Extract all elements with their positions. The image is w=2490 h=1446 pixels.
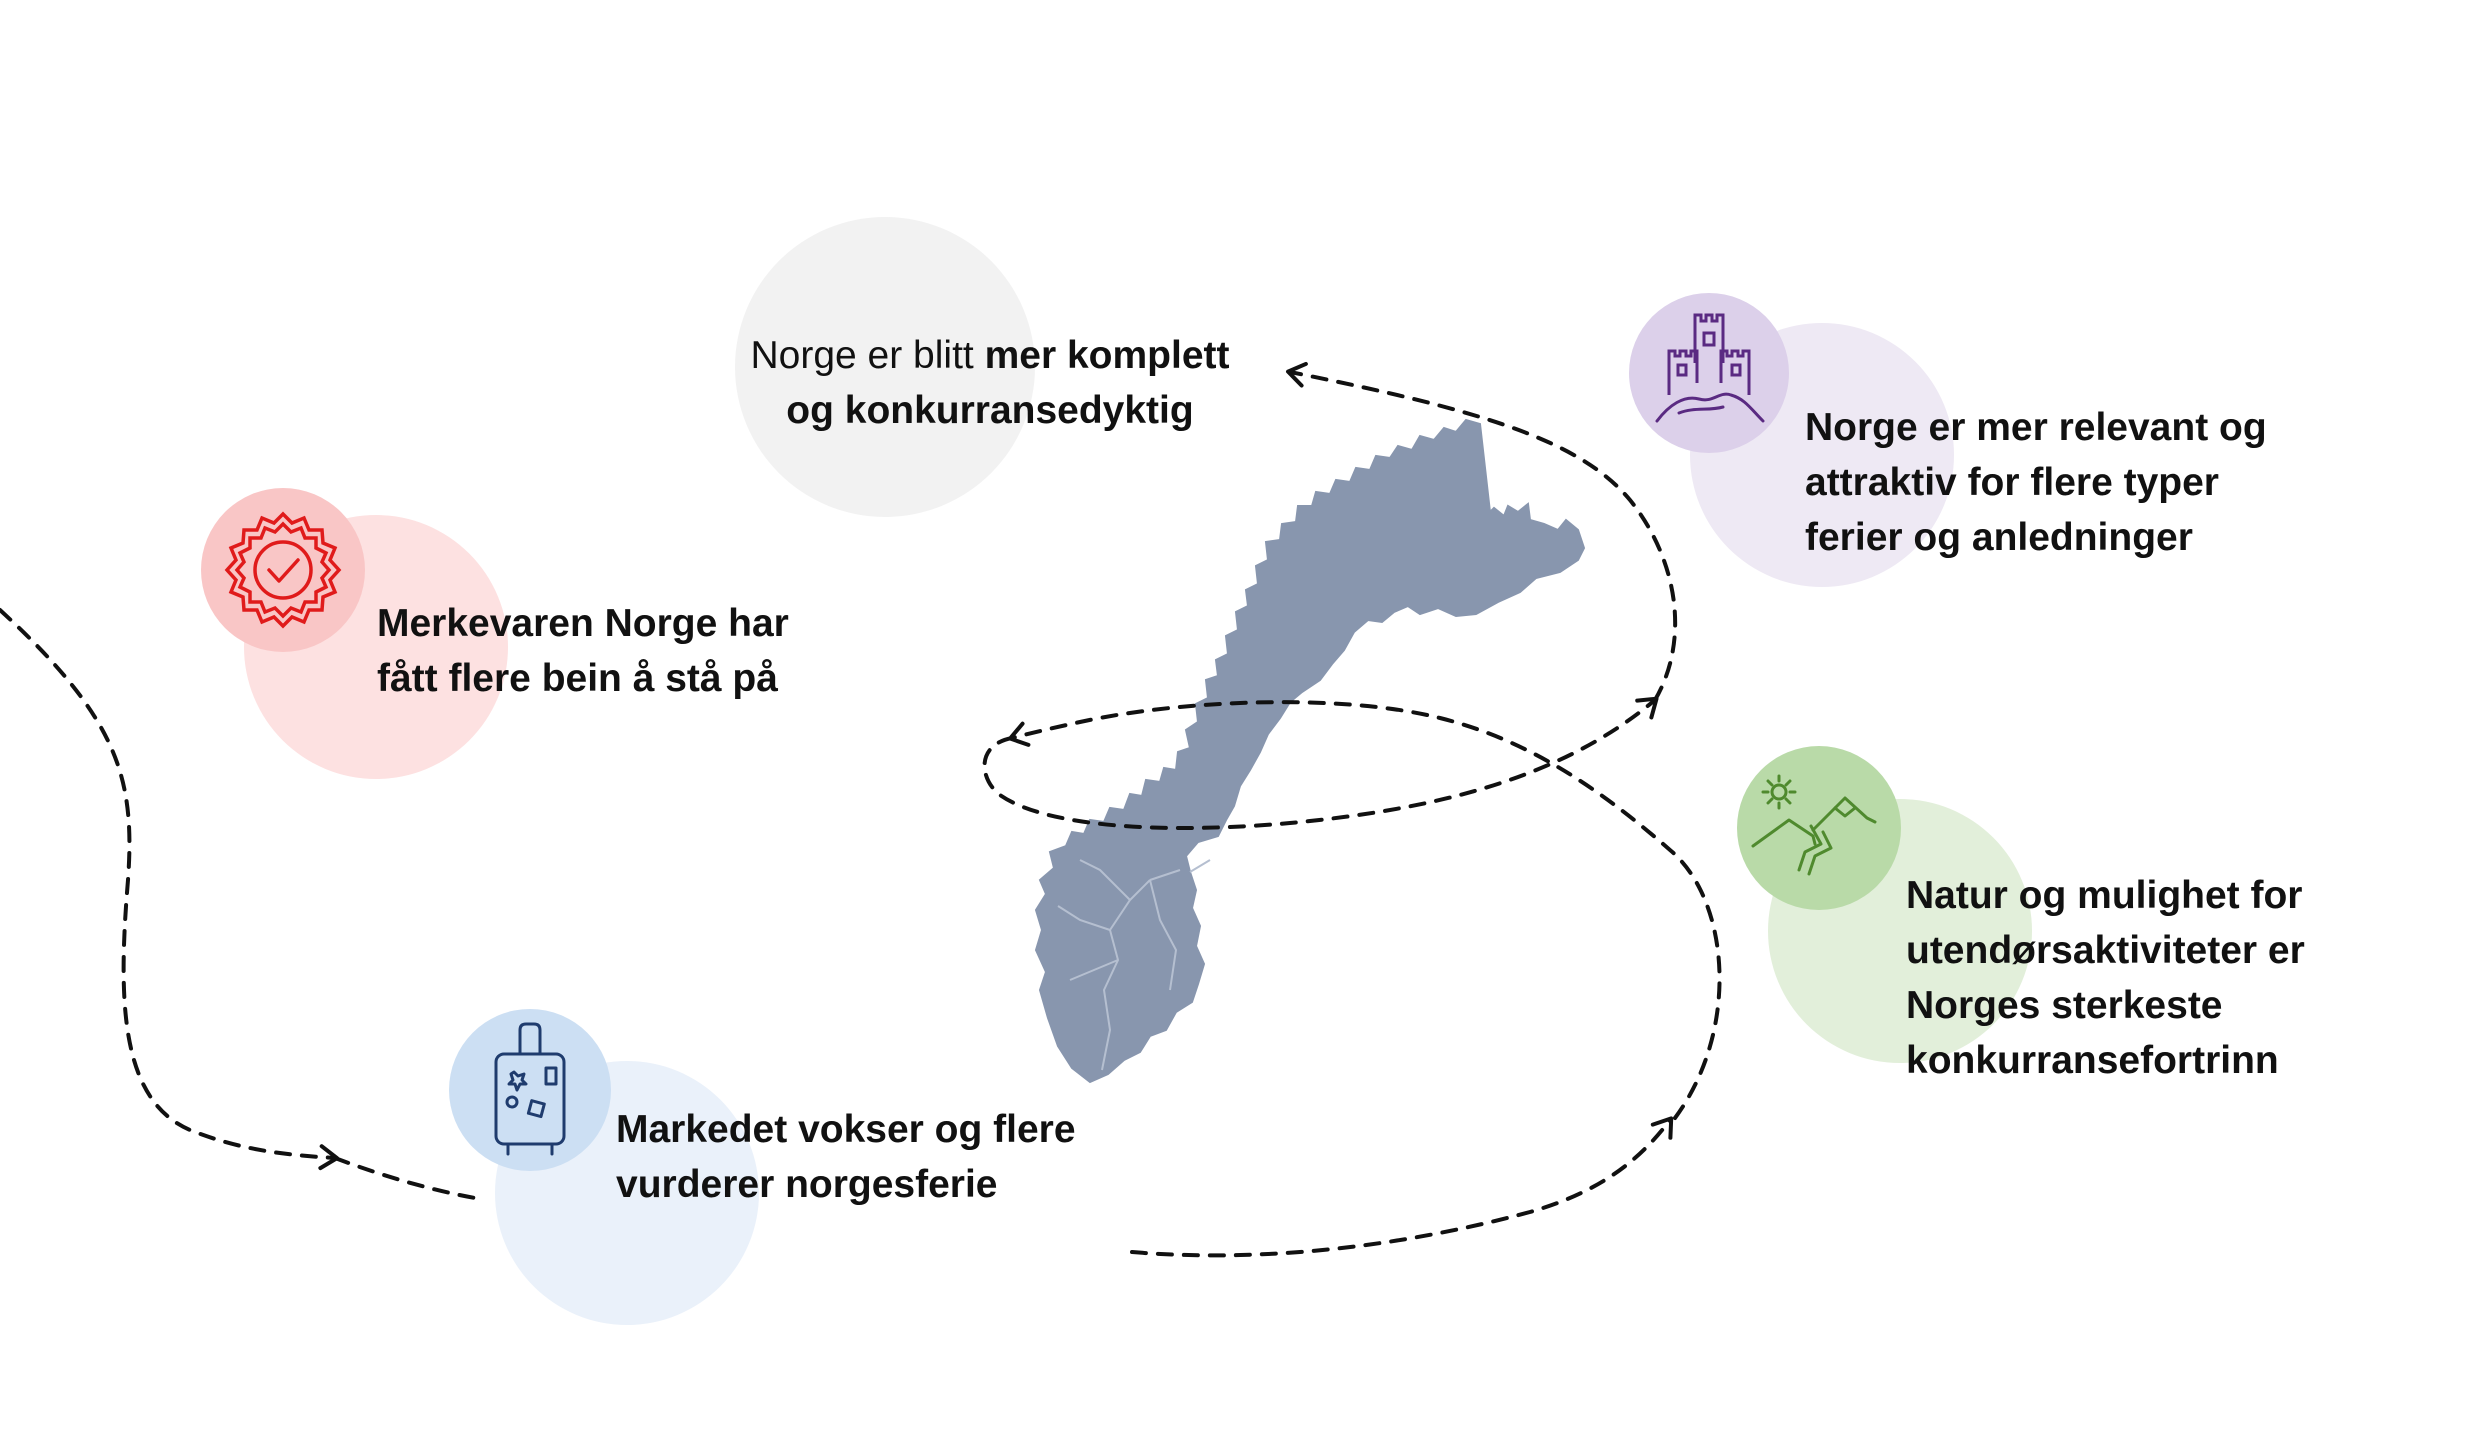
brand-icon-circle	[201, 488, 365, 652]
mountain-trail	[1797, 824, 1833, 876]
path-segment-5	[982, 696, 1659, 830]
complete-label-line2: og konkurransedyktig	[786, 389, 1194, 432]
castle-window-center	[1702, 331, 1716, 347]
badge-inner	[234, 521, 332, 619]
journey-path	[0, 361, 1722, 1258]
castle-tower-center	[1693, 313, 1725, 363]
relevant-icon-circle	[1629, 293, 1789, 453]
path-segment-2	[333, 1156, 477, 1200]
market-label-line1: Markedet vokser og flere	[616, 1108, 1076, 1151]
market-label-line2: vurderer norgesferie	[616, 1163, 998, 1206]
castle-ground	[1677, 405, 1725, 415]
nature-icon-circle	[1737, 746, 1901, 910]
path-segment-4	[1008, 700, 1722, 1120]
nature-label-line2: utendørsaktiviteter er	[1906, 929, 2305, 972]
path-segment-3	[1130, 1116, 1674, 1258]
suitcase-sticker-star	[507, 1070, 528, 1092]
relevant-label-line2: attraktiv for flere typer	[1805, 461, 2219, 504]
relevant-label-line1: Norge er mer relevant og	[1805, 406, 2267, 449]
castle-window-left	[1676, 363, 1688, 377]
complete-circle	[735, 217, 1035, 517]
brand-label-line1: Merkevaren Norge har	[377, 602, 789, 645]
suitcase-icon	[494, 1022, 566, 1156]
castle-icon	[1655, 313, 1765, 423]
mountain-sun-icon	[1751, 774, 1877, 876]
norway-north-detail	[1420, 492, 1480, 536]
path-segment-1	[0, 608, 339, 1171]
castle-tower-left	[1667, 349, 1699, 395]
badge-check-icon	[224, 511, 342, 629]
brand-label-line2: fått flere bein å stå på	[377, 657, 778, 700]
norway-map	[1034, 418, 1586, 1084]
relevant-label-line3: ferier og anledninger	[1805, 516, 2193, 559]
castle-hill	[1655, 392, 1765, 423]
market-label: Markedet vokser og flere vurderer norges…	[616, 1102, 1076, 1212]
complete-label: Norge er blitt mer komplett og konkurran…	[700, 328, 1280, 438]
norway-county-lines	[1057, 859, 1211, 1071]
badge-outer	[224, 511, 342, 629]
mountain-left	[1751, 818, 1817, 848]
suitcase-handle	[518, 1022, 542, 1056]
complete-label-normal: Norge er blitt	[750, 334, 985, 377]
brand-label: Merkevaren Norge har fått flere bein å s…	[377, 596, 789, 706]
relevant-label: Norge er mer relevant og attraktiv for f…	[1805, 400, 2267, 565]
castle-window-right	[1730, 363, 1742, 377]
badge-circle	[253, 540, 313, 600]
suitcase-sticker-1	[544, 1066, 558, 1086]
castle-tower-right	[1719, 349, 1751, 395]
market-icon-circle	[449, 1009, 611, 1171]
norway-shape	[1034, 418, 1586, 1084]
nature-label-line3: Norges sterkeste	[1906, 984, 2223, 1027]
suitcase-sticker-circle	[505, 1095, 519, 1109]
complete-label-bold: mer komplett	[984, 334, 1230, 377]
suitcase-wheels	[506, 1142, 554, 1156]
suitcase-sticker-square	[526, 1099, 546, 1119]
nature-label-line1: Natur og mulighet for	[1906, 874, 2303, 917]
nature-label-line4: konkurransefortrinn	[1906, 1039, 2279, 1082]
check-mark	[267, 558, 300, 583]
suitcase-body	[494, 1052, 566, 1146]
nature-label: Natur og mulighet for utendørsaktivitete…	[1906, 868, 2305, 1088]
sun	[1770, 783, 1788, 801]
mountain-snow	[1833, 806, 1857, 818]
sun-rays	[1761, 774, 1797, 810]
